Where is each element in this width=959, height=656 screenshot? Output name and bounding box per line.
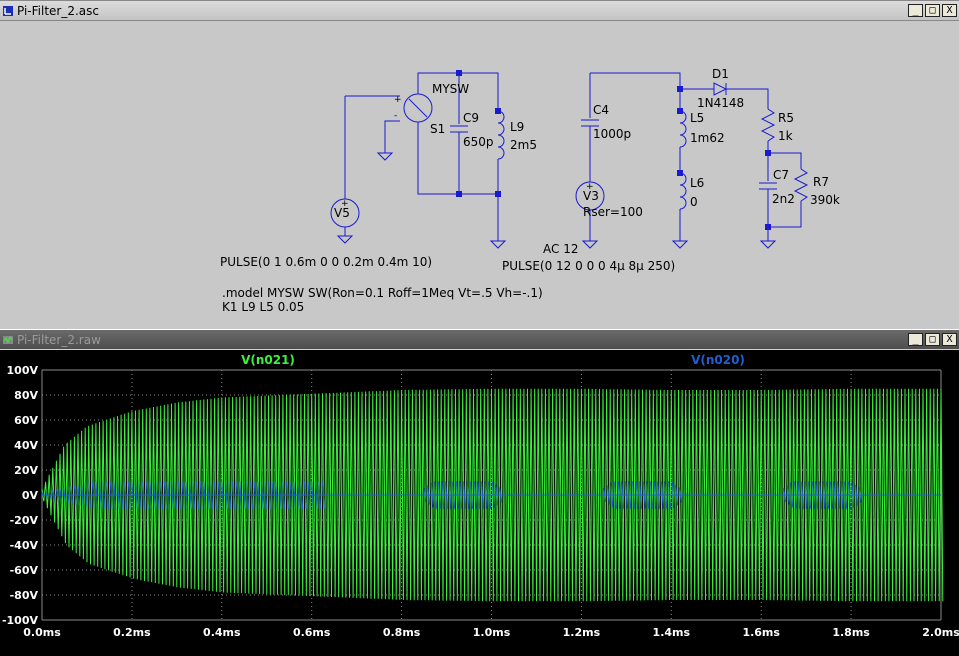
close-button[interactable]: X bbox=[942, 4, 957, 17]
r7-value: 390k bbox=[810, 193, 840, 207]
y-tick-label: 20V bbox=[14, 464, 38, 477]
r5-value: 1k bbox=[778, 129, 793, 143]
c4-value: 1000p bbox=[593, 127, 631, 141]
minimize-button[interactable]: _ bbox=[908, 333, 923, 346]
l5-value: 1m62 bbox=[690, 131, 725, 145]
x-tick-label: 1.4ms bbox=[653, 626, 691, 639]
svg-text:+: + bbox=[341, 199, 349, 209]
c4-label: C4 bbox=[593, 103, 609, 117]
waveform-plot[interactable]: 100V80V60V40V20V0V-20V-40V-60V-80V-100V … bbox=[0, 350, 959, 656]
r7-label: R7 bbox=[813, 175, 829, 189]
c7-label: C7 bbox=[773, 168, 789, 182]
x-tick-label: 1.6ms bbox=[742, 626, 780, 639]
x-tick-label: 0.6ms bbox=[293, 626, 331, 639]
schematic-title: Pi-Filter_2.asc bbox=[17, 3, 100, 18]
v3-ac-directive: AC 12 bbox=[543, 242, 578, 256]
coupling-directive: K1 L9 L5 0.05 bbox=[222, 300, 304, 314]
x-tick-label: 0.0ms bbox=[23, 626, 61, 639]
x-tick-label: 1.2ms bbox=[563, 626, 601, 639]
ltspice-schematic-icon bbox=[3, 5, 13, 16]
y-axis-tick-labels: 100V 80V 60V 40V 20V 0V -20V -40V -60V -80V -100V bbox=[2, 364, 39, 627]
v3-label: V3 bbox=[583, 189, 599, 203]
schematic-titlebar[interactable]: Pi-Filter_2.asc _ □ X bbox=[0, 1, 959, 21]
v5-label: V5 bbox=[334, 206, 350, 220]
x-tick-label: 0.2ms bbox=[113, 626, 151, 639]
waveform-window: Pi-Filter_2.raw _ □ X 100V 80V 60V 40V 20V 0V… bbox=[0, 330, 959, 656]
d1-label: D1 bbox=[712, 67, 729, 81]
model-directive: .model MYSW SW(Ron=0.1 Roff=1Meq Vt=.5 V… bbox=[222, 286, 543, 300]
svg-text:-: - bbox=[394, 111, 397, 121]
maximize-button[interactable]: □ bbox=[925, 4, 940, 17]
schematic-canvas[interactable]: + - + + MYSW S1 C9 650p L9 2m5 V5 C4 1000p… bbox=[0, 21, 959, 330]
legend-v-n021[interactable]: V(n021) bbox=[241, 353, 295, 367]
l6-label: L6 bbox=[690, 176, 704, 190]
trace-v-n020 bbox=[41, 481, 941, 509]
x-tick-label: 1.0ms bbox=[473, 626, 511, 639]
plot-traces bbox=[41, 388, 944, 602]
waveform-viewer-icon bbox=[3, 335, 13, 344]
y-tick-label: -80V bbox=[10, 589, 39, 602]
c7-value: 2n2 bbox=[772, 192, 795, 206]
waveform-titlebar[interactable]: Pi-Filter_2.raw _ □ X bbox=[0, 330, 959, 349]
l6-value: 0 bbox=[690, 195, 698, 209]
l9-value: 2m5 bbox=[510, 138, 537, 152]
r5-label: R5 bbox=[778, 111, 794, 125]
svg-text:+: + bbox=[586, 182, 594, 192]
y-tick-label: 60V bbox=[14, 414, 38, 427]
legend-v-n020[interactable]: V(n020) bbox=[691, 353, 745, 367]
c9-label: C9 bbox=[463, 111, 479, 125]
v3-pulse-directive: PULSE(0 12 0 0 0 4µ 8µ 250) bbox=[502, 259, 675, 273]
close-button[interactable]: X bbox=[942, 333, 957, 346]
svg-text:+: + bbox=[394, 95, 402, 105]
c9-value: 650p bbox=[463, 135, 494, 149]
y-tick-label: 0V bbox=[22, 489, 39, 502]
l9-label: L9 bbox=[510, 120, 524, 134]
y-tick-label: 100V bbox=[7, 364, 39, 377]
y-tick-label: -60V bbox=[10, 564, 39, 577]
v3-rser: Rser=100 bbox=[583, 205, 643, 219]
x-tick-label: 0.8ms bbox=[383, 626, 421, 639]
waveform-title: Pi-Filter_2.raw bbox=[17, 332, 101, 347]
y-tick-label: 80V bbox=[14, 389, 38, 402]
v5-pulse-directive: PULSE(0 1 0.6m 0 0 0.2m 0.4m 10) bbox=[220, 255, 432, 269]
y-tick-label: -100V bbox=[2, 614, 39, 627]
schematic-window: Pi-Filter_2.asc _ □ X bbox=[0, 0, 959, 329]
s1-label: S1 bbox=[430, 122, 445, 136]
y-tick-label: -40V bbox=[10, 539, 39, 552]
x-tick-label: 2.0ms bbox=[922, 626, 959, 639]
minimize-button[interactable]: _ bbox=[908, 4, 923, 17]
x-axis-tick-labels: 0.0ms 0.2ms 0.4ms 0.6ms 0.8ms 1.0ms 1.2ms 1.4ms… bbox=[23, 626, 959, 639]
y-tick-label: -20V bbox=[10, 514, 39, 527]
x-tick-label: 1.8ms bbox=[832, 626, 870, 639]
maximize-button[interactable]: □ bbox=[925, 333, 940, 346]
d1-value: 1N4148 bbox=[697, 96, 744, 110]
y-tick-label: 40V bbox=[14, 439, 38, 452]
l5-label: L5 bbox=[690, 111, 704, 125]
switch-model-label: MYSW bbox=[432, 82, 469, 96]
x-tick-label: 0.4ms bbox=[203, 626, 241, 639]
